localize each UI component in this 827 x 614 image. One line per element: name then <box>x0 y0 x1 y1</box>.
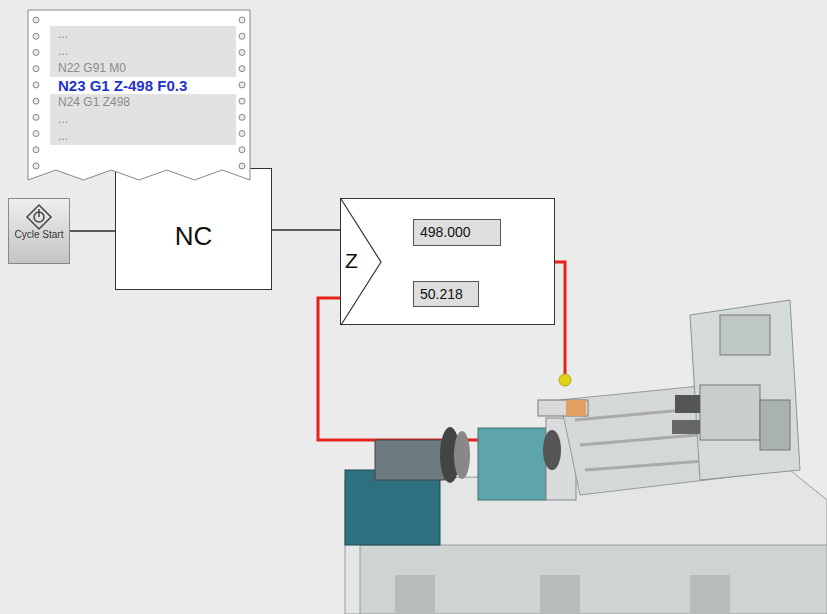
tool-holder <box>675 395 700 413</box>
sprocket-hole <box>33 66 39 72</box>
sprocket-hole <box>33 17 39 23</box>
base-foot <box>690 575 730 614</box>
sprocket-hole <box>239 66 245 72</box>
display-value: 498.000 <box>420 224 494 240</box>
position-sensor <box>566 400 586 416</box>
sprocket-hole <box>239 98 245 104</box>
sprocket-hole <box>33 49 39 55</box>
sprocket-hole <box>239 163 245 169</box>
motor-housing <box>345 470 440 545</box>
sprocket-hole <box>239 147 245 153</box>
cycle-start-button: Cycle Start <box>8 198 70 264</box>
sprocket-hole <box>239 49 245 55</box>
feedback-wire <box>555 262 565 378</box>
sprocket-hole <box>33 33 39 39</box>
program-tape: ......N22 G91 M0N23 G1 Z-498 F0.3N24 G1 … <box>28 10 250 186</box>
signal-line <box>70 230 115 232</box>
controller-label: NC <box>175 221 213 252</box>
chuck <box>543 430 561 470</box>
sprocket-hole <box>33 98 39 104</box>
signal-line <box>272 229 340 231</box>
sprocket-hole <box>33 114 39 120</box>
axis-label: Z <box>345 249 358 273</box>
sprocket-hole <box>239 82 245 88</box>
program-line: ... <box>50 43 236 60</box>
tailstock <box>760 400 790 450</box>
sprocket-hole <box>239 17 245 23</box>
sprocket-hole <box>239 131 245 137</box>
headstock <box>478 428 546 500</box>
setpoint-display: 498.000 <box>413 219 501 246</box>
actual-position-display: 50.218 <box>413 281 479 307</box>
base-panel <box>360 545 827 614</box>
program-line: N24 G1 Z498 <box>50 94 236 111</box>
current-block: N23 G1 Z-498 F0.3 <box>50 77 236 94</box>
tool-holder <box>672 420 700 434</box>
display-value: 50.218 <box>420 286 472 302</box>
program-line: N22 G91 M0 <box>50 60 236 77</box>
sprocket-hole <box>33 131 39 137</box>
program-line: ... <box>50 111 236 128</box>
button-label: Cycle Start <box>11 229 67 241</box>
tape-paper <box>28 10 250 180</box>
sensor-dot <box>559 374 571 386</box>
turret-cover <box>720 315 770 355</box>
base-foot <box>540 575 580 614</box>
sprocket-hole <box>33 147 39 153</box>
motor <box>375 440 445 480</box>
sprocket-hole <box>239 114 245 120</box>
nc-controller: NC <box>115 168 272 290</box>
base-foot <box>395 575 435 614</box>
sprocket-hole <box>33 163 39 169</box>
z-axis-controller: 498.000 50.218 Z <box>340 198 555 325</box>
program-line: ... <box>50 128 236 145</box>
z-slide <box>538 400 588 416</box>
sprocket-hole <box>33 82 39 88</box>
lathe-bed <box>560 380 790 495</box>
sprocket-hole <box>239 33 245 39</box>
pulley <box>440 427 470 483</box>
program-line: ... <box>50 26 236 43</box>
tool-turret <box>700 385 760 440</box>
turret-column <box>690 300 800 480</box>
